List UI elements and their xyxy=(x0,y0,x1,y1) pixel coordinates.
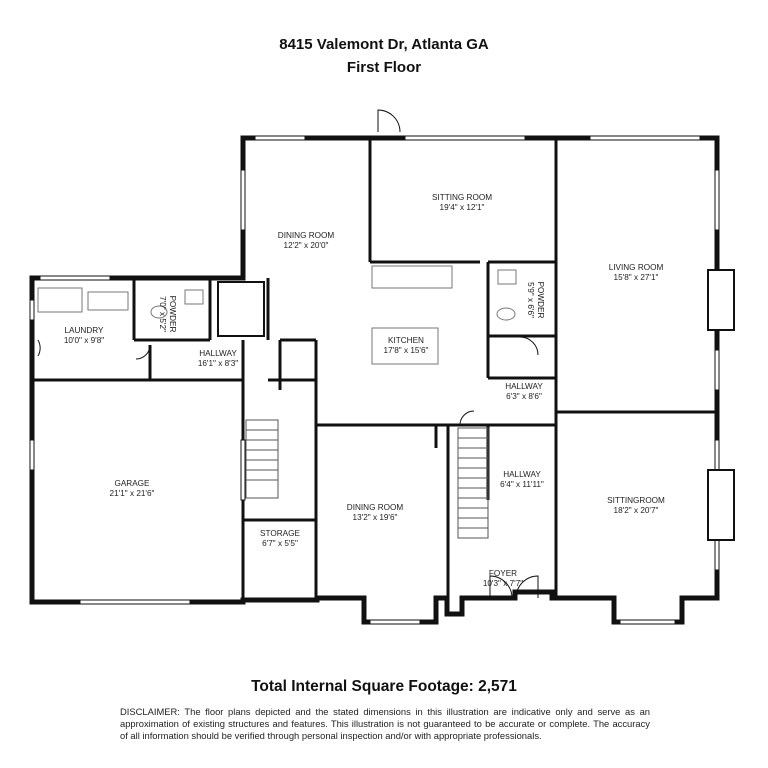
room-dims: 15'8" x 27'1" xyxy=(614,273,659,282)
room-name: SITTING ROOM xyxy=(432,193,492,202)
fireplaces xyxy=(217,269,735,541)
room-dims: 10'0" x 9'8" xyxy=(64,336,104,345)
room-name: GARAGE xyxy=(114,479,150,488)
room-name: FOYER xyxy=(489,569,517,578)
room-name: HALLWAY xyxy=(503,470,541,479)
room-name: DINING ROOM xyxy=(278,231,335,240)
room-name: LAUNDRY xyxy=(65,326,105,335)
floor-label: First Floor xyxy=(346,59,422,76)
doors xyxy=(37,109,539,599)
room-dims: 19'4" x 12'1" xyxy=(440,203,485,212)
windows xyxy=(29,135,720,625)
room-dims: 18'2" x 20'7" xyxy=(614,506,659,515)
room-dims: 6'3" x 8'6" xyxy=(506,392,542,401)
room-dims: 16'1" x 8'3" xyxy=(198,359,238,368)
room-dims: 10'3" x 7'7" xyxy=(483,579,523,588)
fixtures xyxy=(37,265,517,365)
room-name: POWDER xyxy=(536,282,545,319)
room-dims: 6'7" x 5'5" xyxy=(262,539,298,548)
room-dims: 5'9" x 6'6" xyxy=(526,282,535,318)
interior-walls xyxy=(32,138,717,600)
disclaimer-text: DISCLAIMER: The floor plans depicted and… xyxy=(120,706,650,742)
room-name: SITTINGROOM xyxy=(607,496,665,505)
room-dims: 12'2" x 20'0" xyxy=(284,241,329,250)
room-dims: 17'8" x 15'6" xyxy=(384,346,429,355)
room-dims: 21'1" x 21'6" xyxy=(110,489,155,498)
room-name: HALLWAY xyxy=(505,382,543,391)
room-name: DINING ROOM xyxy=(347,503,404,512)
room-dims: 7'0" x 5'2" xyxy=(158,296,167,332)
plan-address-title: 8415 Valemont Dr, Atlanta GA xyxy=(279,36,489,53)
room-name: HALLWAY xyxy=(199,349,237,358)
stairs xyxy=(245,419,489,539)
room-name: STORAGE xyxy=(260,529,300,538)
room-labels: SITTING ROOM 19'4" x 12'1" DINING ROOM 1… xyxy=(64,193,665,588)
room-dims: 6'4" x 11'11" xyxy=(500,480,544,489)
room-name: POWDER xyxy=(168,296,177,333)
room-dims: 13'2" x 19'6" xyxy=(353,513,398,522)
room-name: KITCHEN xyxy=(388,336,424,345)
total-square-footage: Total Internal Square Footage: 2,571 xyxy=(251,678,517,695)
room-name: LIVING ROOM xyxy=(609,263,664,272)
